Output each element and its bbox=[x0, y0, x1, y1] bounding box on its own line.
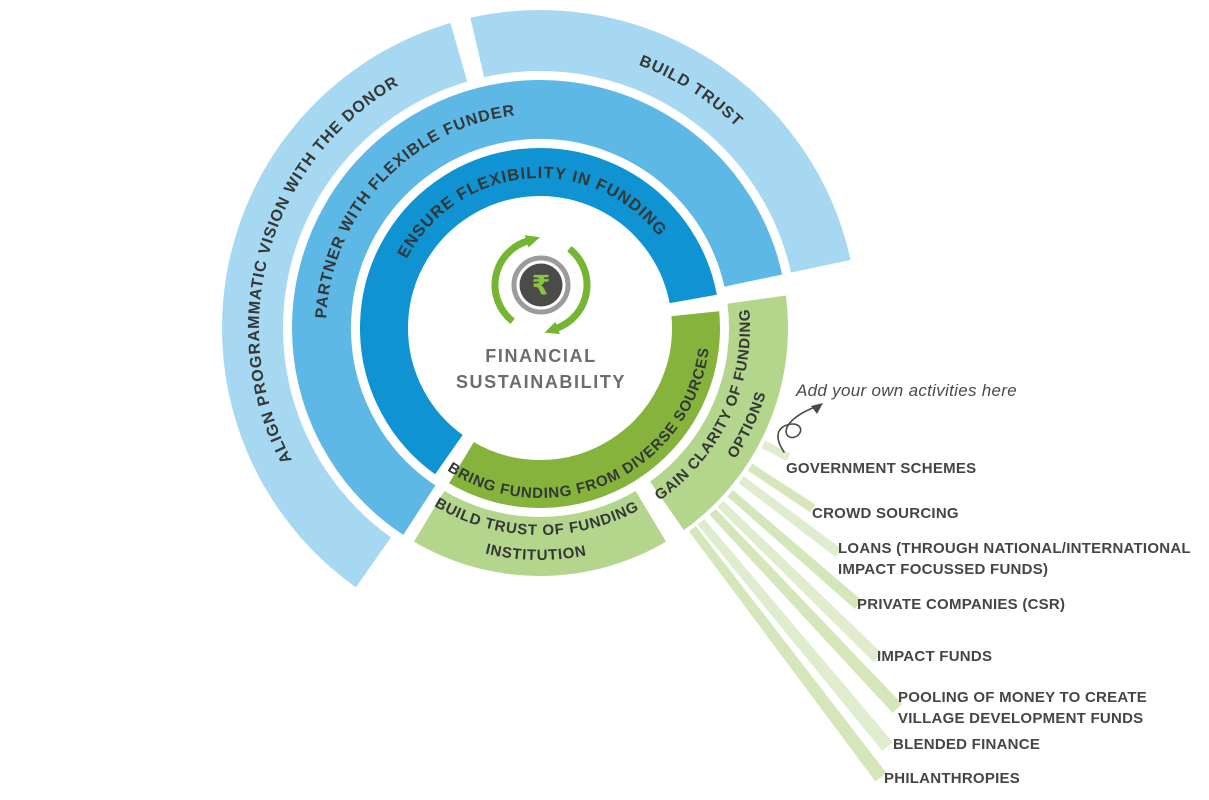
ring-segments bbox=[218, 5, 856, 593]
segment-ensure-flexibility-in-funding bbox=[356, 144, 722, 480]
ray-philanthropies bbox=[666, 496, 887, 782]
annotation-squiggle-arrow bbox=[777, 403, 823, 453]
segment-gain-clarity-of-funding-options bbox=[645, 291, 792, 535]
icon-gray-ring bbox=[511, 255, 571, 315]
funding-source-blended-finance: BLENDED FINANCE bbox=[893, 736, 1041, 753]
ray-pooling-of-money bbox=[684, 481, 903, 714]
funding-source-loans: LOANS (THROUGH NATIONAL/INTERNATIONAL IM… bbox=[838, 540, 1191, 578]
funding-rays bbox=[666, 423, 903, 782]
squiggle-arrowhead bbox=[811, 403, 823, 414]
cycle-arrow-arc-top bbox=[491, 237, 529, 325]
ray-impact-funds bbox=[691, 475, 883, 662]
segment-bring-funding-from-diverse-sources bbox=[444, 306, 724, 512]
center-title: FINANCIAL SUSTAINABILITY bbox=[455, 346, 627, 392]
icon-dark-disc bbox=[519, 263, 563, 307]
cycle-arrow-arc-bottom bbox=[555, 245, 591, 332]
funding-source-government-schemes: GOVERNMENT SCHEMES bbox=[786, 460, 977, 477]
rupee-symbol: ₹ bbox=[532, 271, 551, 302]
annotation-add-your-own-activities: Add your own activities here bbox=[796, 381, 1018, 400]
funding-source-pooling-of-money: POOLING OF MONEY TO CREATE VILLAGE DEVEL… bbox=[898, 689, 1148, 727]
rupee-cycle-icon: ₹ bbox=[491, 235, 591, 334]
cycle-arrowhead-bottom bbox=[544, 321, 560, 334]
squiggle-line bbox=[777, 406, 816, 453]
segment-align-programmatic-vision bbox=[218, 18, 472, 593]
ray-loans bbox=[709, 454, 842, 558]
cycle-arrowhead-top bbox=[524, 235, 540, 248]
funding-source-private-companies-csr: PRIVATE COMPANIES (CSR) bbox=[857, 596, 1066, 613]
ray-private-companies bbox=[699, 466, 863, 610]
segment-partner-with-flexible-funder bbox=[288, 76, 787, 540]
funding-source-impact-funds: IMPACT FUNDS bbox=[877, 648, 993, 665]
ray-blended-finance bbox=[674, 490, 893, 751]
funding-source-philanthropies: PHILANTHROPIES bbox=[884, 770, 1021, 787]
segment-build-trust bbox=[466, 5, 856, 277]
label-build-trust-institution-line2: INSTITUTION bbox=[484, 541, 588, 564]
funding-source-crowd-sourcing: CROWD SOURCING bbox=[812, 505, 959, 522]
segment-build-trust-of-funding-institution bbox=[409, 486, 671, 580]
